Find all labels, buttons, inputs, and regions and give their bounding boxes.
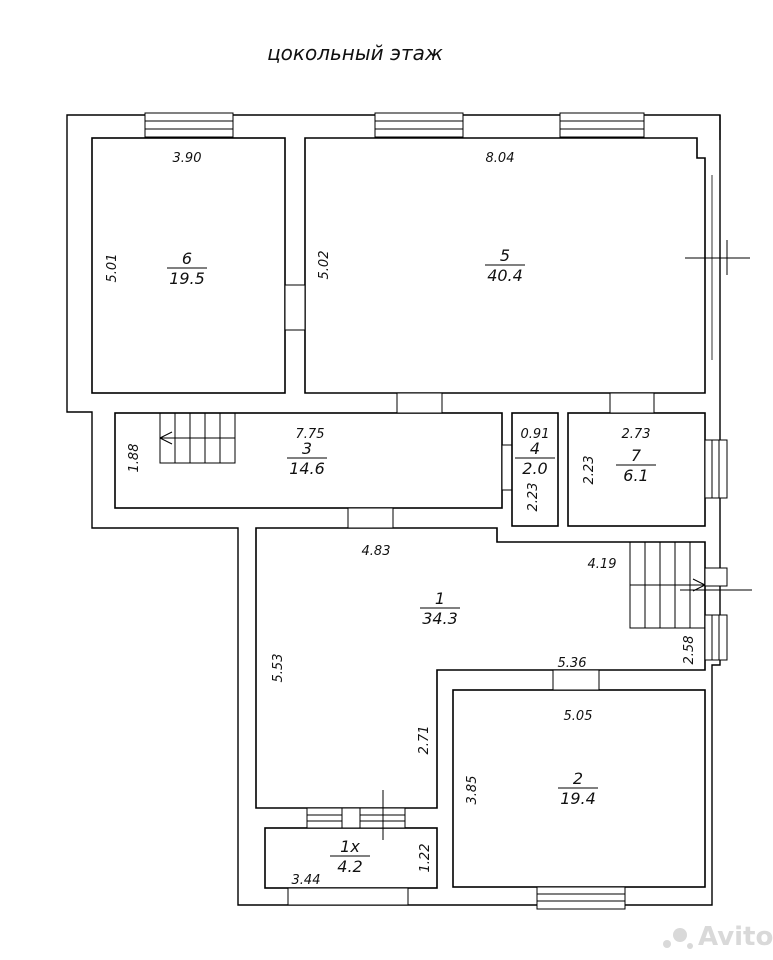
door-5-3 xyxy=(396,392,443,414)
watermark-text: Avito xyxy=(698,922,773,952)
room-6 xyxy=(91,137,286,394)
window-room-1 xyxy=(704,614,728,661)
room-7-height: 2.23 xyxy=(582,456,597,485)
room-7-width: 2.73 xyxy=(622,427,651,442)
room-7-number: 7 xyxy=(631,446,642,465)
door-5-7 xyxy=(609,392,655,414)
room-4 xyxy=(511,412,559,527)
room-2-area: 19.4 xyxy=(560,789,596,808)
room-1-top: 4.83 xyxy=(362,544,391,559)
room-1-right: 4.19 xyxy=(588,557,617,572)
window-room-6 xyxy=(144,112,234,138)
room-5-height: 5.02 xyxy=(317,251,332,280)
room-6-height: 5.01 xyxy=(105,254,120,283)
plan-title: цокольный этаж xyxy=(267,41,443,65)
room-5-number: 5 xyxy=(500,246,510,265)
room-1x-width: 3.44 xyxy=(292,873,321,888)
room-3-width: 7.75 xyxy=(296,427,325,442)
room-5-area: 40.4 xyxy=(487,266,523,285)
room-6-area: 19.5 xyxy=(169,269,205,288)
room-6-number: 6 xyxy=(182,249,192,268)
room-1-step: 2.58 xyxy=(682,636,697,665)
room-3 xyxy=(114,412,503,509)
door-1-2 xyxy=(552,669,600,691)
room-4-height: 2.23 xyxy=(526,483,541,512)
room-1x xyxy=(264,827,438,889)
room-7 xyxy=(567,412,706,527)
room-1x-number: 1x xyxy=(340,837,360,856)
room-1x-height: 1.22 xyxy=(418,844,433,873)
room-labels: 619.5 3.90 5.01 540.4 8.04 5.02 314.6 7.75 1.88 4… xyxy=(105,151,697,888)
window-room-5-right xyxy=(559,112,645,138)
door-3-4 xyxy=(501,444,513,491)
room-2-number: 2 xyxy=(573,769,583,788)
door-1-1x xyxy=(306,807,406,829)
avito-watermark: Avito xyxy=(663,922,773,952)
room-3-area: 14.6 xyxy=(289,459,325,478)
window-room-2 xyxy=(536,886,626,910)
room-2-width: 5.05 xyxy=(564,709,593,724)
room-4-width: 0.91 xyxy=(521,427,550,442)
room-6-width: 3.90 xyxy=(173,151,202,166)
room-4-area: 2.0 xyxy=(522,459,547,478)
door-6-5 xyxy=(284,284,306,331)
room-1-area: 34.3 xyxy=(422,609,458,628)
room-7-area: 6.1 xyxy=(623,466,648,485)
room-3-number: 3 xyxy=(302,439,312,458)
window-room-7 xyxy=(704,439,728,499)
room-1-number: 1 xyxy=(435,589,445,608)
room-3-height: 1.88 xyxy=(127,444,142,473)
room-1x-area: 4.2 xyxy=(337,857,362,876)
room-5-width: 8.04 xyxy=(486,151,515,166)
stairs-room-3 xyxy=(159,412,236,464)
door-3-1 xyxy=(347,507,394,529)
room-1-left: 5.53 xyxy=(271,654,286,683)
room-1-bottom: 5.36 xyxy=(558,656,587,671)
window-room-5-left xyxy=(374,112,464,138)
room-1-inner: 2.71 xyxy=(417,726,432,755)
exit-door xyxy=(287,887,409,906)
room-2-height: 3.85 xyxy=(465,776,480,805)
room-4-number: 4 xyxy=(530,439,540,458)
